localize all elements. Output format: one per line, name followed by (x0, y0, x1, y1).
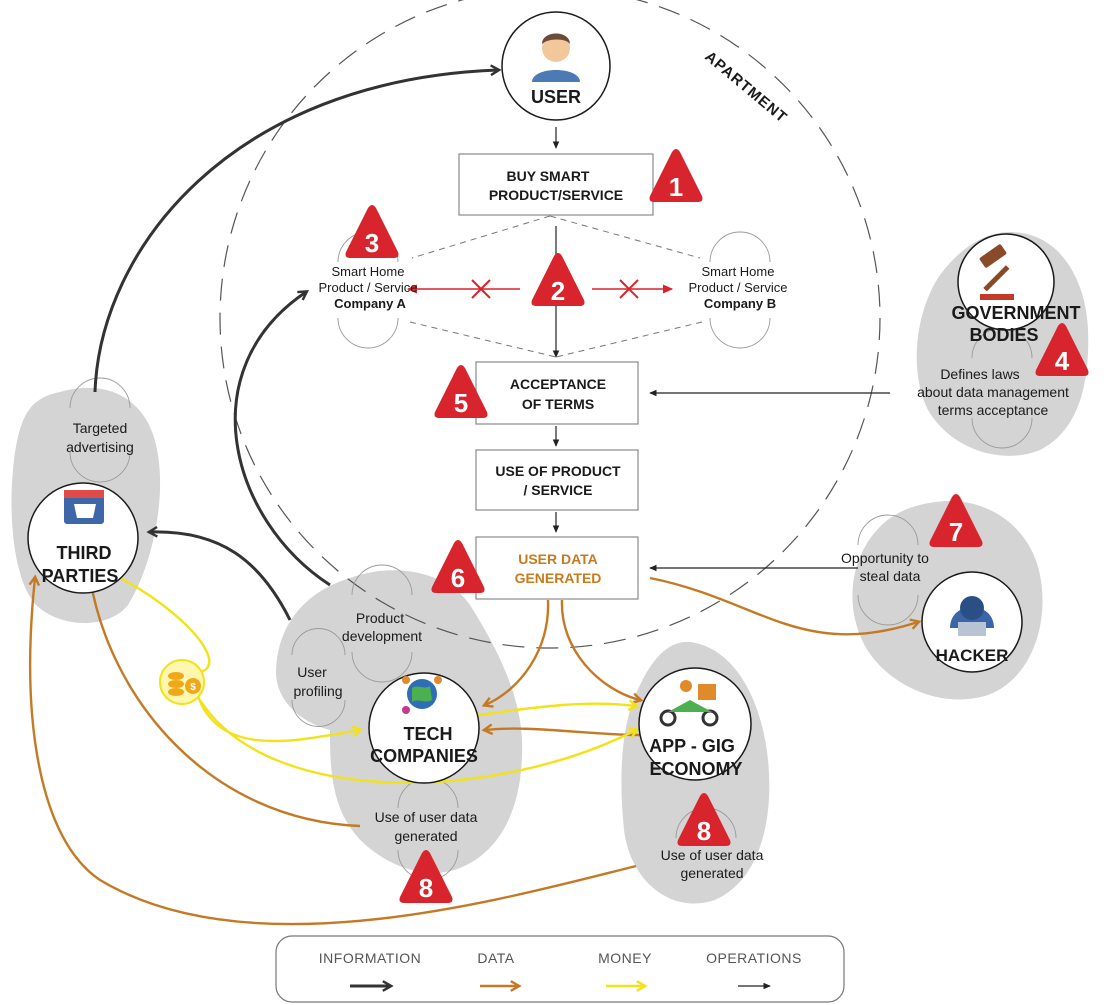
acceptance-line-2: OF TERMS (522, 396, 594, 412)
coins-icon: $ (159, 659, 205, 705)
acceptance-box (475, 361, 639, 425)
svg-text:8: 8 (697, 816, 711, 846)
legend-money-label: MONEY (598, 950, 652, 966)
tech-line-1: TECH (404, 724, 453, 744)
legend-box (275, 935, 845, 1003)
third-line-2: PARTIES (42, 566, 119, 586)
svg-text:3: 3 (365, 228, 379, 258)
use-line-1: USE OF PRODUCT (495, 463, 621, 479)
step-8-badge-tech: 8 (399, 850, 453, 903)
use-box (475, 449, 639, 511)
svg-text:4: 4 (1055, 346, 1070, 376)
legend-information-label: INFORMATION (319, 950, 421, 966)
legend-operations-label: OPERATIONS (706, 950, 802, 966)
tech-use-line-2: generated (394, 828, 457, 844)
targeted-line-2: advertising (66, 439, 134, 455)
step-2-badge: 2 (531, 253, 585, 306)
svg-text:6: 6 (451, 563, 465, 593)
user-label: USER (531, 87, 581, 107)
product-dev-line-1: Product (356, 610, 404, 626)
government-line-1: GOVERNMENT (951, 303, 1080, 323)
hacker-icon (950, 596, 994, 636)
svg-text:7: 7 (949, 517, 963, 547)
tech-use-line-1: Use of user data (375, 809, 478, 825)
blocked-x-right (619, 279, 639, 299)
tech-line-2: COMPANIES (370, 746, 478, 766)
hacker-label: HACKER (936, 646, 1009, 665)
legend-data-label: DATA (477, 950, 514, 966)
company-a-line-1: Smart Home (332, 264, 405, 279)
svg-text:8: 8 (419, 873, 433, 903)
third-line-1: THIRD (57, 543, 112, 563)
buy-line-1: BUY SMART (507, 168, 590, 184)
step-8-badge-gig: 8 (677, 793, 731, 846)
gig-use-line-1: Use of user data (661, 847, 764, 863)
gavel-icon (979, 244, 1014, 300)
apartment-label: APARTMENT (701, 48, 790, 127)
user-avatar-icon (532, 33, 580, 82)
company-a-line-2: Product / Service (319, 280, 418, 295)
acceptance-line-1: ACCEPTANCE (510, 376, 606, 392)
tech-companies-node (368, 672, 480, 784)
buy-line-2: PRODUCT/SERVICE (489, 187, 623, 203)
gov-laws-line-3: terms acceptance (938, 402, 1049, 418)
user-data-line-2: GENERATED (515, 570, 602, 586)
delivery-scooter-icon (659, 680, 719, 727)
svg-text:$: $ (190, 682, 196, 693)
third-parties-node (27, 482, 139, 594)
use-line-2: / SERVICE (524, 482, 593, 498)
svg-text:2: 2 (551, 276, 565, 306)
company-b-line-2: Product / Service (689, 280, 788, 295)
blocked-x-left (471, 279, 491, 299)
step-7-badge: 7 (929, 494, 983, 547)
gov-laws-line-1: Defines laws (940, 366, 1019, 382)
user-profiling-line-1: User (297, 664, 327, 680)
government-line-2: BODIES (969, 325, 1038, 345)
hacker-note-line-2: steal data (860, 568, 921, 584)
user-profiling-line-2: profiling (293, 683, 342, 699)
hacker-note-line-1: Opportunity to (841, 550, 929, 566)
svg-text:1: 1 (669, 172, 683, 202)
gig-use-line-2: generated (680, 865, 743, 881)
svg-text:5: 5 (454, 388, 468, 418)
globe-network-icon (402, 676, 442, 714)
step-1-badge: 1 (649, 149, 703, 202)
company-b-line-3: Company B (704, 296, 776, 311)
gig-line-1: APP - GIG (649, 736, 735, 756)
company-b-line-1: Smart Home (702, 264, 775, 279)
targeted-line-1: Targeted (73, 420, 127, 436)
step-3-badge: 3 (345, 205, 399, 258)
user-data-box (475, 536, 639, 600)
buy-box (458, 153, 654, 216)
apartment-boundary (219, 0, 881, 649)
step-6-badge: 6 (431, 540, 485, 593)
product-dev-line-2: development (342, 628, 422, 644)
step-4-badge: 4 (1035, 323, 1089, 376)
user-data-line-1: USER DATA (518, 551, 598, 567)
gig-line-2: ECONOMY (649, 759, 742, 779)
company-a-line-3: Company A (334, 296, 406, 311)
user-node (501, 11, 611, 121)
gov-laws-line-2: about data management (917, 384, 1069, 400)
gig-economy-node (638, 667, 752, 781)
online-store-icon (64, 490, 104, 524)
step-5-badge: 5 (434, 365, 488, 418)
